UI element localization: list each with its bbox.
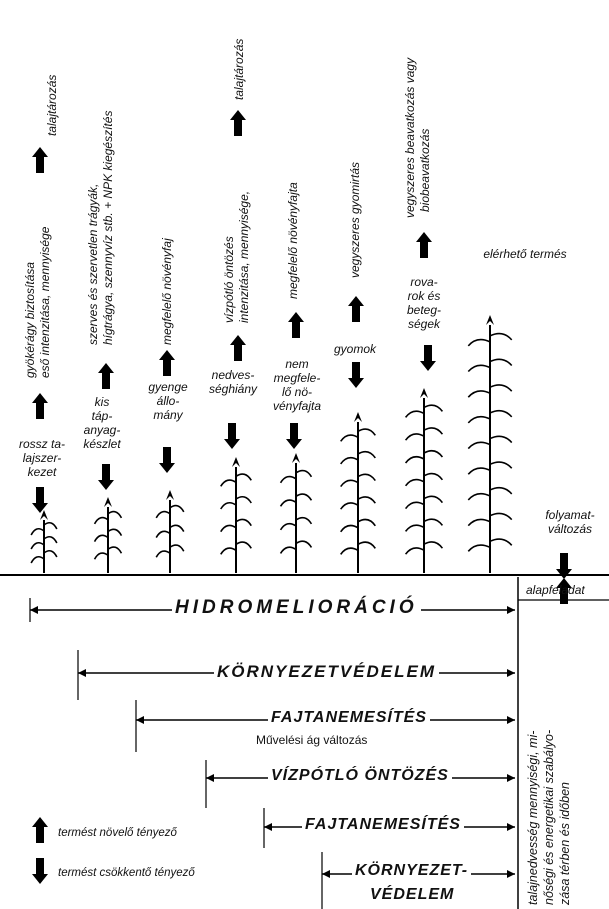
factor1-mid2: eső intenzitása, mennyisége [38,227,52,378]
legend-down-arrow [32,858,48,884]
factor4-down-arrow [224,423,240,449]
factor3-up: megfelelő növényfaj [160,238,174,345]
factor3-up-arrow [159,350,175,376]
down-label-5: nem megfele- lő nö- vényfajta [262,357,332,413]
down-label-2: kis táp- anyag- készlet [72,395,132,451]
process-change-label: folyamat- változás [530,508,609,536]
plant-4 [221,457,252,573]
down-label-3: gyenge állo- mány [138,380,198,422]
band-kornyezetvedelem-2b: VÉDELEM [367,886,457,904]
right-column-line-1: talajnedvesség mennyiségi, mi- [526,731,540,905]
band-kornyezetvedelem: KÖRNYEZETVÉDELEM [214,662,439,682]
factor6-down-arrow [348,362,364,388]
down-label-1: rossz ta- lajszer- kezet [8,437,76,479]
plant-2 [95,497,122,573]
plant-3 [156,490,184,573]
down-label-7: rova- rok és beteg- ségek [392,275,456,331]
plant-6 [341,412,376,573]
factor1-up: talajtározás [45,75,59,136]
down-label-6: gyomok [325,342,385,356]
band-vizpotlo-ontozes: VÍZPÓTLÓ ÖNTÖZÉS [268,767,452,785]
factor4-mid: vízpótló öntözés [222,236,236,323]
factor3-down-arrow [159,447,175,473]
band-fajtanemesites-1: FAJTANEMESÍTÉS [268,709,430,727]
factor2-down-arrow [98,464,114,490]
band-fajtanemesites-1-sub: Művelési ág változás [256,733,367,747]
plant-5 [281,453,312,573]
factor4-mid2: intenzitása, mennyisége, [237,191,251,323]
factor2-mid: szerves és szervetlen trágyák, [86,184,100,345]
base-task-label: alapfeladat [526,583,585,597]
factor1-mid-arrow [32,393,48,419]
factor7-up-arrow [416,232,432,258]
factor5-up-arrow [288,312,304,338]
legend-up-arrow [32,817,48,843]
legend-increase-label: termést növelő tényező [58,827,177,839]
factor1-down-arrow [32,487,48,513]
factor6-up-arrow [348,296,364,322]
band-hidromelioracio: HIDROMELIORÁCIÓ [172,597,421,619]
factor5-up: megfelelő növényfajta [286,182,300,299]
band-fajtanemesites-2: FAJTANEMESÍTÉS [302,816,464,834]
right-column-line-2: nőségi és energetikai szabályo- [542,730,556,905]
plant-7 [406,388,443,573]
plant-8 [468,315,511,573]
factor2-up-arrow [98,363,114,389]
factor4-mid-arrow [230,335,246,361]
right-column-line-3: zása térben és időben [558,782,572,905]
factor2-mid2: hígtrágya, szennyvíz stb. + NPK kiegészí… [101,111,115,345]
factor7-up: vegyszeres beavatkozás vagy [403,58,417,218]
factor7-down-arrow [420,345,436,371]
down-label-4: nedves- séghiány [198,368,268,396]
factor1-mid: gyökérágy biztosítása [23,262,37,378]
factor7-mid: biobeavatkozás [418,129,432,212]
plant-1 [31,510,57,573]
legend-decrease-label: termést csökkentő tényező [58,867,195,879]
factor4-up: talajtározás [232,39,246,100]
factor1-up-arrow [32,147,48,173]
factor6-up: vegyszeres gyomirtás [348,162,362,278]
result-label: elérhető termés [470,247,580,261]
factor4-up-arrow [230,110,246,136]
band-kornyezetvedelem-2: KÖRNYEZET- [352,862,471,880]
factor5-down-arrow [286,423,302,449]
